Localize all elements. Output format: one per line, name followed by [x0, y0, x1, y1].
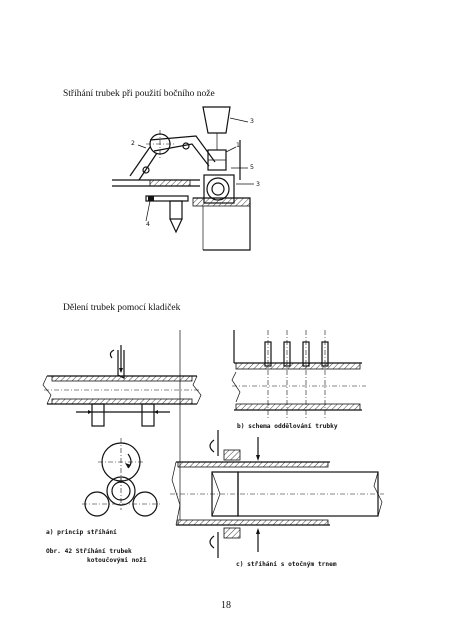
label-a-principle: a) princip stříhání — [46, 529, 117, 536]
caption-roller-cutting: Dělení trubek pomocí kladiček — [63, 303, 181, 313]
label-c-mandrel: c) stříhání s otočným trnem — [236, 561, 337, 568]
tube-cut-principle — [42, 345, 202, 427]
callout-4: 4 — [146, 221, 150, 228]
callout-3-bottom: 3 — [256, 181, 260, 188]
callout-1: 1 — [236, 142, 240, 149]
label-obr-line2: kotoučovými noži — [87, 557, 147, 564]
page-number: 18 — [221, 600, 231, 611]
caption-side-knife: Stříhání trubek při použití bočního nože — [63, 89, 215, 99]
roller-knives-drawing — [82, 330, 181, 520]
label-obr: Obr. 42 Stříhání trubek — [46, 548, 132, 555]
callout-2: 2 — [131, 140, 135, 147]
callout-5: 5 — [250, 164, 254, 171]
callout-3-top: 3 — [250, 118, 254, 125]
tube-separation-scheme — [231, 330, 366, 418]
side-knife-drawing — [112, 106, 254, 251]
label-b-scheme: b) schema oddělování trubky — [237, 423, 338, 430]
rotating-mandrel-drawing — [170, 430, 384, 558]
